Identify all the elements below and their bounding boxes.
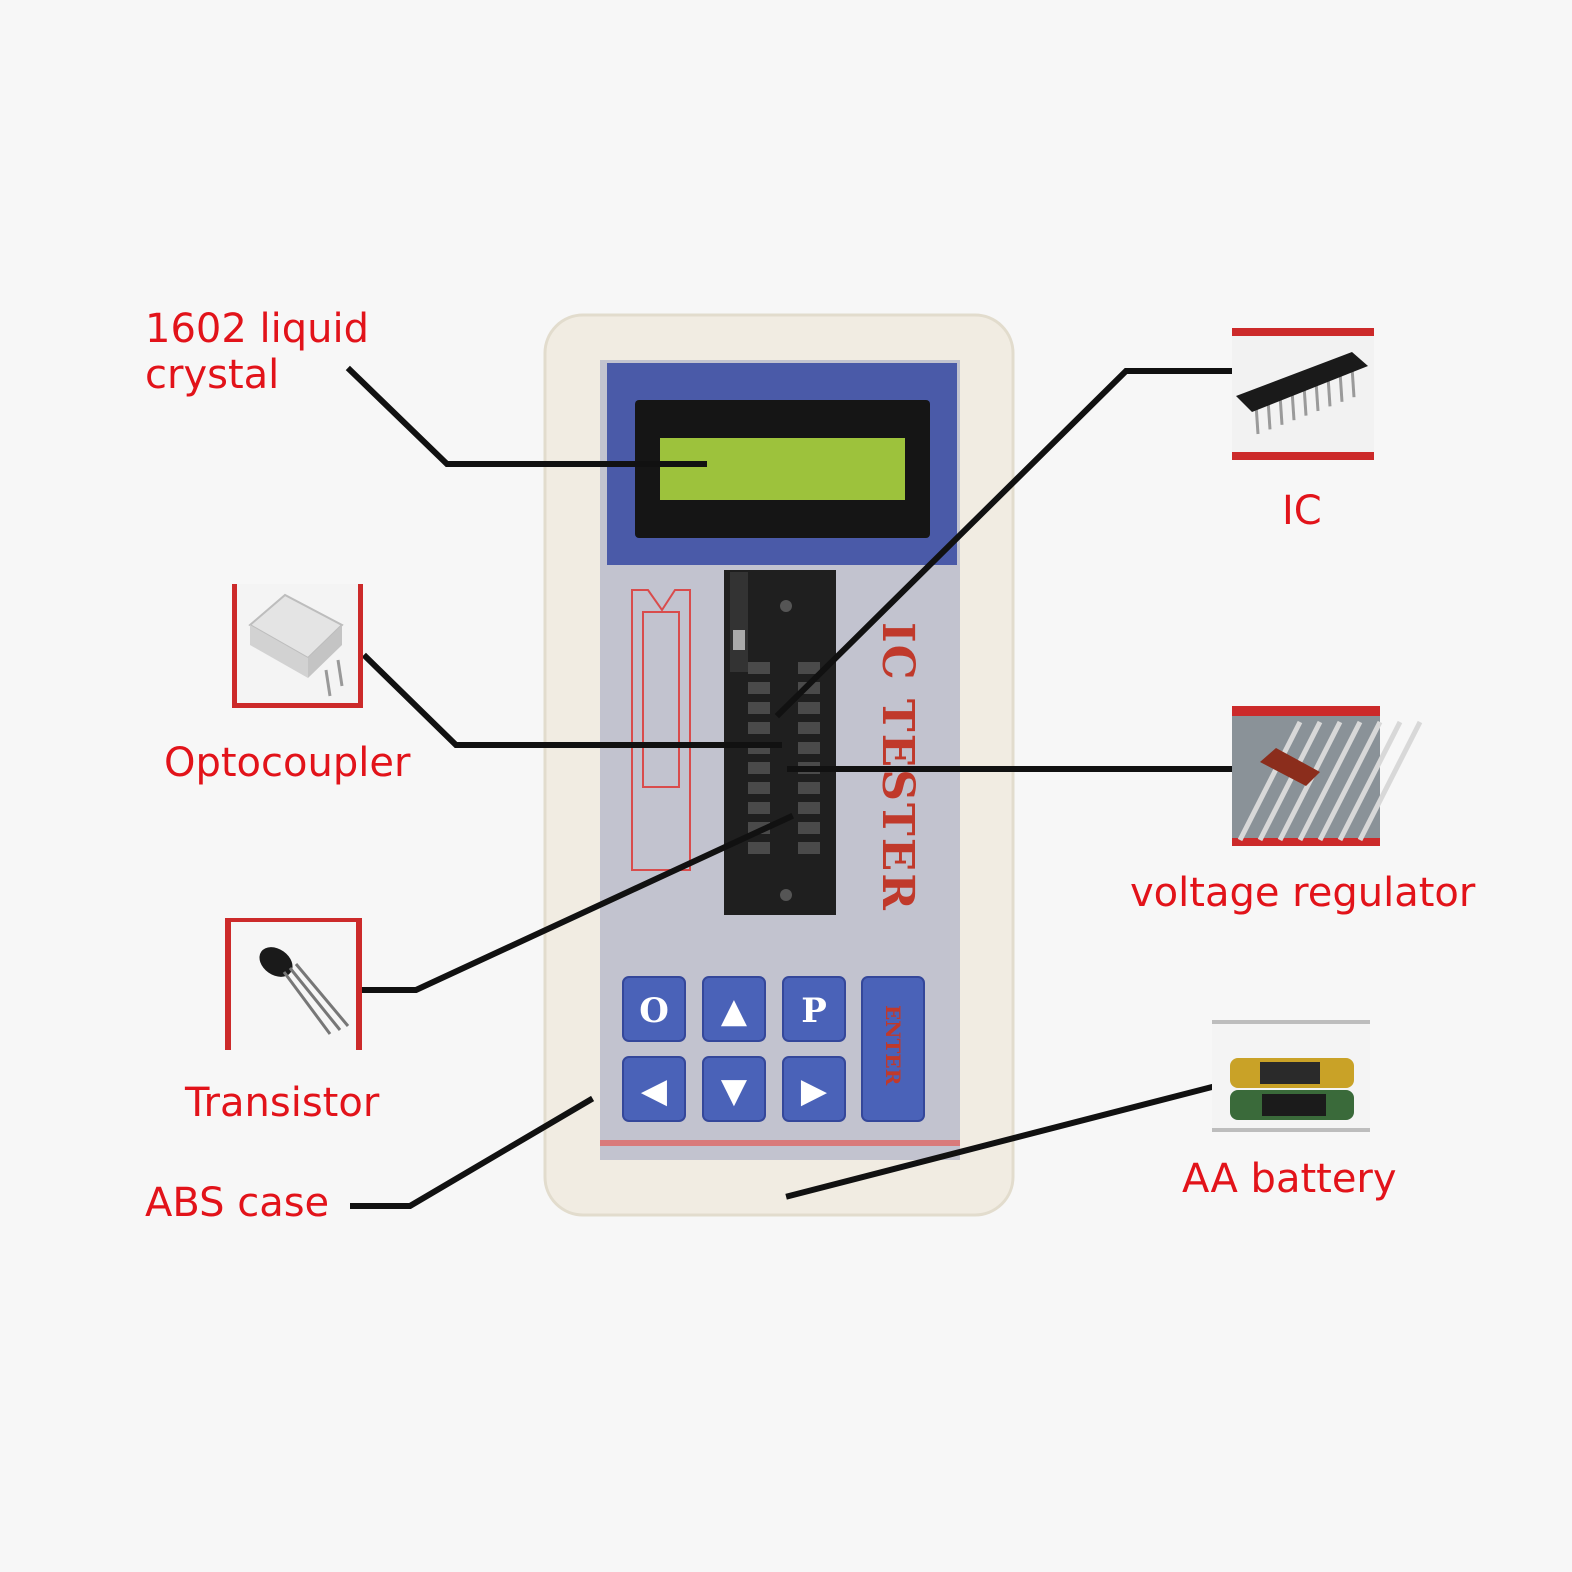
key-o[interactable]: O xyxy=(622,976,686,1042)
callout-optocoupler: Optocoupler xyxy=(164,740,411,786)
socket-pin xyxy=(798,842,820,854)
leader-line-optocoupler xyxy=(361,652,782,748)
socket-pin xyxy=(748,722,770,734)
socket-pin xyxy=(798,782,820,794)
optocoupler-image xyxy=(232,584,363,708)
svg-text:O: O xyxy=(639,991,669,1031)
svg-text:▶: ▶ xyxy=(801,1071,828,1111)
keypad: O ▲ P ◀ ▼ ▶ EN xyxy=(622,976,925,1122)
callout-lcd-line1: 1602 liquid xyxy=(145,306,369,352)
voltage-regulator-image xyxy=(1232,706,1423,846)
aa-battery-image xyxy=(1212,1020,1370,1132)
leader-line-lcd xyxy=(345,365,707,467)
key-right[interactable]: ▶ xyxy=(782,1056,846,1122)
socket-pin xyxy=(748,782,770,794)
socket-pin xyxy=(748,662,770,674)
callout-ic: IC xyxy=(1282,488,1322,534)
leader-line-case xyxy=(350,1095,595,1209)
socket-pin xyxy=(748,682,770,694)
socket-pin xyxy=(748,842,770,854)
callout-voltage-regulator: voltage regulator xyxy=(1130,870,1476,916)
regulator-lead xyxy=(1317,720,1383,842)
socket-pin xyxy=(798,822,820,834)
faceplate-bottom-strip xyxy=(600,1140,960,1146)
svg-text:▲: ▲ xyxy=(721,991,748,1031)
regulator-lead xyxy=(1337,720,1403,842)
regulator-lead xyxy=(1237,720,1303,842)
socket-pin xyxy=(798,742,820,754)
socket-pin xyxy=(798,662,820,674)
socket-pin xyxy=(748,802,770,814)
callout-case: ABS case xyxy=(145,1180,330,1226)
leader-line-battery xyxy=(785,1083,1216,1200)
leader-line-ic xyxy=(774,368,1235,719)
socket-pin xyxy=(748,702,770,714)
faceplate-inner-mark xyxy=(642,611,680,788)
lcd-screen xyxy=(660,438,905,500)
faceplate-outline-mark xyxy=(631,589,691,871)
svg-text:ENTER: ENTER xyxy=(881,1005,905,1086)
svg-text:P: P xyxy=(801,991,827,1031)
regulator-lead xyxy=(1297,720,1363,842)
socket-pin xyxy=(798,722,820,734)
svg-text:◀: ◀ xyxy=(641,1071,668,1111)
socket-pin xyxy=(798,802,820,814)
regulator-lead xyxy=(1357,720,1423,842)
callout-battery: AA battery xyxy=(1182,1156,1397,1202)
socket-pin xyxy=(798,702,820,714)
ic-tester-device: IC TESTER O ▲ P ◀ ▼ xyxy=(543,313,1015,1217)
key-left[interactable]: ◀ xyxy=(622,1056,686,1122)
key-enter[interactable]: ENTER xyxy=(861,976,925,1122)
key-p[interactable]: P xyxy=(782,976,846,1042)
leader-line-transistor xyxy=(361,813,794,993)
svg-text:▼: ▼ xyxy=(721,1071,748,1111)
ic-chip-image xyxy=(1232,328,1374,460)
callout-transistor: Transistor xyxy=(185,1080,380,1126)
key-down[interactable]: ▼ xyxy=(702,1056,766,1122)
callout-lcd: 1602 liquid crystal xyxy=(145,306,369,398)
callout-lcd-line2: crystal xyxy=(145,352,280,398)
regulator-lead xyxy=(1257,720,1323,842)
transistor-image xyxy=(225,918,362,1050)
socket-pin xyxy=(748,762,770,774)
key-up[interactable]: ▲ xyxy=(702,976,766,1042)
